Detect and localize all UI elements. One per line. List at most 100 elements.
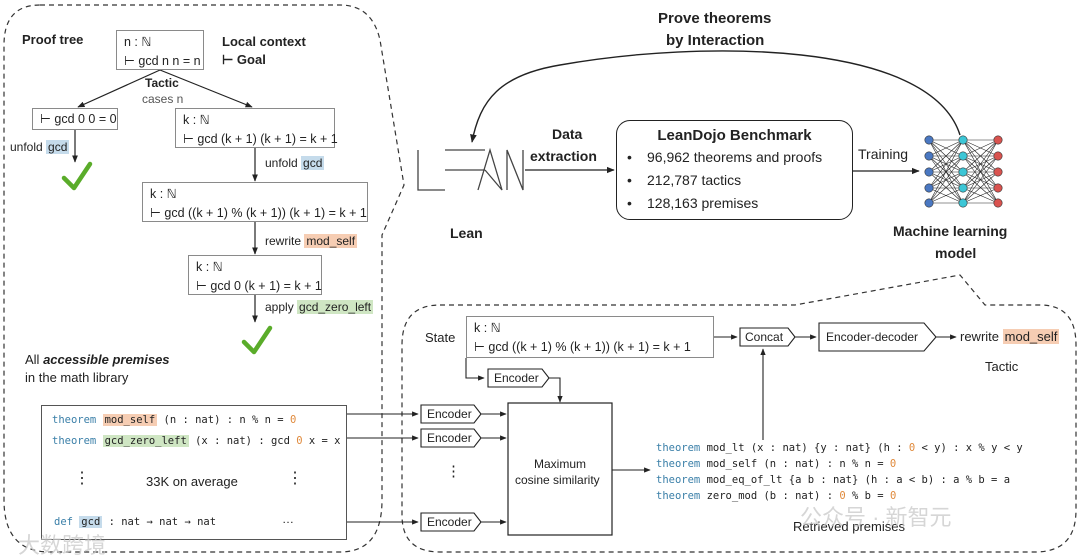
- tactic-label: Tactic: [985, 359, 1019, 374]
- number: 0: [839, 490, 846, 502]
- benchmark-box: LeanDojo Benchmark 96,962 theorems and p…: [616, 120, 853, 220]
- encdec-shape: [818, 322, 937, 352]
- nn-node: [958, 198, 968, 208]
- lean-label: Lean: [450, 225, 483, 241]
- premise-line: theorem mod_self (n : nat) : n % n = 0: [52, 414, 296, 426]
- vertical-ellipsis: ⋮: [74, 470, 90, 487]
- premise-name: gcd_zero_left: [102, 435, 189, 447]
- nn-node: [993, 151, 1003, 161]
- tactic-legend: Tactic: [145, 76, 179, 90]
- nn-node: [993, 183, 1003, 193]
- data-extraction-2: extraction: [530, 148, 597, 164]
- lean-logo: [417, 147, 524, 191]
- retrieval-region-outline: [401, 274, 1077, 553]
- premise-line: theorem gcd_zero_left (x : nat) : gcd 0 …: [52, 435, 341, 447]
- signature: mod_lt (x : nat) {y : nat} (h :: [700, 442, 909, 454]
- nn-edge: [928, 139, 964, 204]
- model-label-2: model: [935, 245, 977, 261]
- encdec-label: Encoder-decoder: [826, 330, 919, 344]
- keyword: theorem: [656, 458, 701, 470]
- left-tactic: unfold gcd: [10, 140, 70, 154]
- signature: : nat → nat → nat: [102, 516, 217, 528]
- check-icon: [241, 325, 273, 355]
- signature: (x : nat) : gcd: [188, 435, 297, 447]
- nn-edge: [962, 139, 999, 173]
- premises-title-emph: accessible premises: [43, 352, 170, 367]
- state-goal: ⊢ gcd ((k + 1) % (k + 1)) (k + 1) = k + …: [474, 340, 691, 354]
- encoder-1-shape: [420, 404, 482, 424]
- state-context: k : ℕ: [474, 321, 501, 335]
- concat-label: Concat: [745, 330, 784, 344]
- node-context: k : ℕ: [196, 260, 223, 274]
- encoder-state: Encoder: [494, 371, 539, 385]
- proof-tree-title: Proof tree: [22, 32, 84, 47]
- encoder-state-shape: [487, 368, 550, 388]
- nn-node: [958, 167, 968, 177]
- def-line: def gcd : nat → nat → nat: [54, 516, 216, 528]
- signature: mod_self (n : nat) : n % n =: [700, 458, 890, 470]
- nn-edge: [928, 139, 964, 189]
- nn-edge: [962, 155, 999, 204]
- loop-label-1: Prove theorems: [658, 10, 772, 27]
- tactic-prefix: unfold: [265, 156, 298, 170]
- node-goal: ⊢ gcd 0 (k + 1) = k + 1: [196, 279, 322, 293]
- node-goal: ⊢ gcd (k + 1) (k + 1) = k + 1: [183, 132, 338, 146]
- tactic-prefix: rewrite: [265, 234, 302, 248]
- retrieved-line: theorem mod_lt (x : nat) {y : nat} (h : …: [656, 442, 1023, 454]
- tactic-prefix: rewrite: [960, 329, 1000, 344]
- premises-title-prefix: All: [25, 352, 44, 367]
- nn-edge: [962, 187, 999, 204]
- nn-node: [993, 198, 1003, 208]
- benchmark-title: LeanDojo Benchmark: [657, 127, 812, 144]
- premise-highlight: mod_self: [1002, 329, 1060, 344]
- signature: % b =: [845, 490, 890, 502]
- data-extraction-1: Data: [552, 126, 583, 142]
- right-tactic-3: apply gcd_zero_left: [265, 300, 374, 314]
- benchmark-item: 96,962 theorems and proofs: [627, 146, 842, 169]
- nn-node: [924, 151, 934, 161]
- keyword: theorem: [656, 490, 701, 502]
- loop-label-2: by Interaction: [666, 32, 765, 49]
- nn-edge: [928, 171, 964, 204]
- right-node-1: k : ℕ ⊢ gcd (k + 1) (k + 1) = k + 1: [175, 108, 338, 148]
- nn-edge: [928, 187, 964, 204]
- state-box: k : ℕ ⊢ gcd ((k + 1) % (k + 1)) (k + 1) …: [466, 316, 714, 358]
- encoder-3: Encoder: [427, 515, 472, 529]
- nn-edge: [962, 139, 999, 189]
- nn-node: [924, 183, 934, 193]
- nn-node: [958, 135, 968, 145]
- premise-name: mod_self: [102, 414, 158, 426]
- number: 0: [289, 414, 297, 426]
- number: 0: [889, 458, 897, 470]
- retrieved-label: Retrieved premises: [793, 519, 905, 534]
- left-node: ⊢ gcd 0 0 = 0: [32, 108, 118, 130]
- similarity-box: [507, 402, 613, 536]
- premise-highlight: mod_self: [304, 234, 358, 248]
- nn-edge: [962, 171, 999, 204]
- encoder-2: Encoder: [427, 431, 472, 445]
- retrieved-line: theorem mod_eq_of_lt {a b : nat} (h : a …: [656, 474, 1010, 486]
- signature: x = x: [302, 435, 341, 447]
- legend-goal: ⊢ Goal: [222, 52, 266, 67]
- nn-edge: [962, 139, 999, 204]
- signature: (n : nat) : n % n =: [157, 414, 290, 426]
- number: 0: [908, 442, 916, 454]
- node-goal: ⊢ gcd ((k + 1) % (k + 1)) (k + 1) = k + …: [150, 206, 367, 220]
- nn-node: [924, 198, 934, 208]
- left-goal: ⊢ gcd 0 0 = 0: [40, 112, 117, 126]
- premise-highlight: gcd_zero_left: [297, 300, 374, 314]
- keyword: def: [54, 516, 73, 528]
- root-goal: ⊢ gcd n n = n: [124, 54, 201, 68]
- premises-title: All accessible premises: [25, 352, 170, 367]
- nn-node: [924, 167, 934, 177]
- premise-highlight: gcd: [301, 156, 325, 170]
- nn-edge: [928, 155, 964, 204]
- root-context: n : ℕ: [124, 35, 152, 49]
- number: 0: [296, 435, 303, 447]
- premise-count: 33K on average: [146, 474, 238, 489]
- number: 0: [889, 490, 897, 502]
- concat-shape: [739, 327, 796, 347]
- encoder-3-shape: [420, 512, 482, 532]
- output-tactic: rewrite mod_self: [960, 329, 1060, 344]
